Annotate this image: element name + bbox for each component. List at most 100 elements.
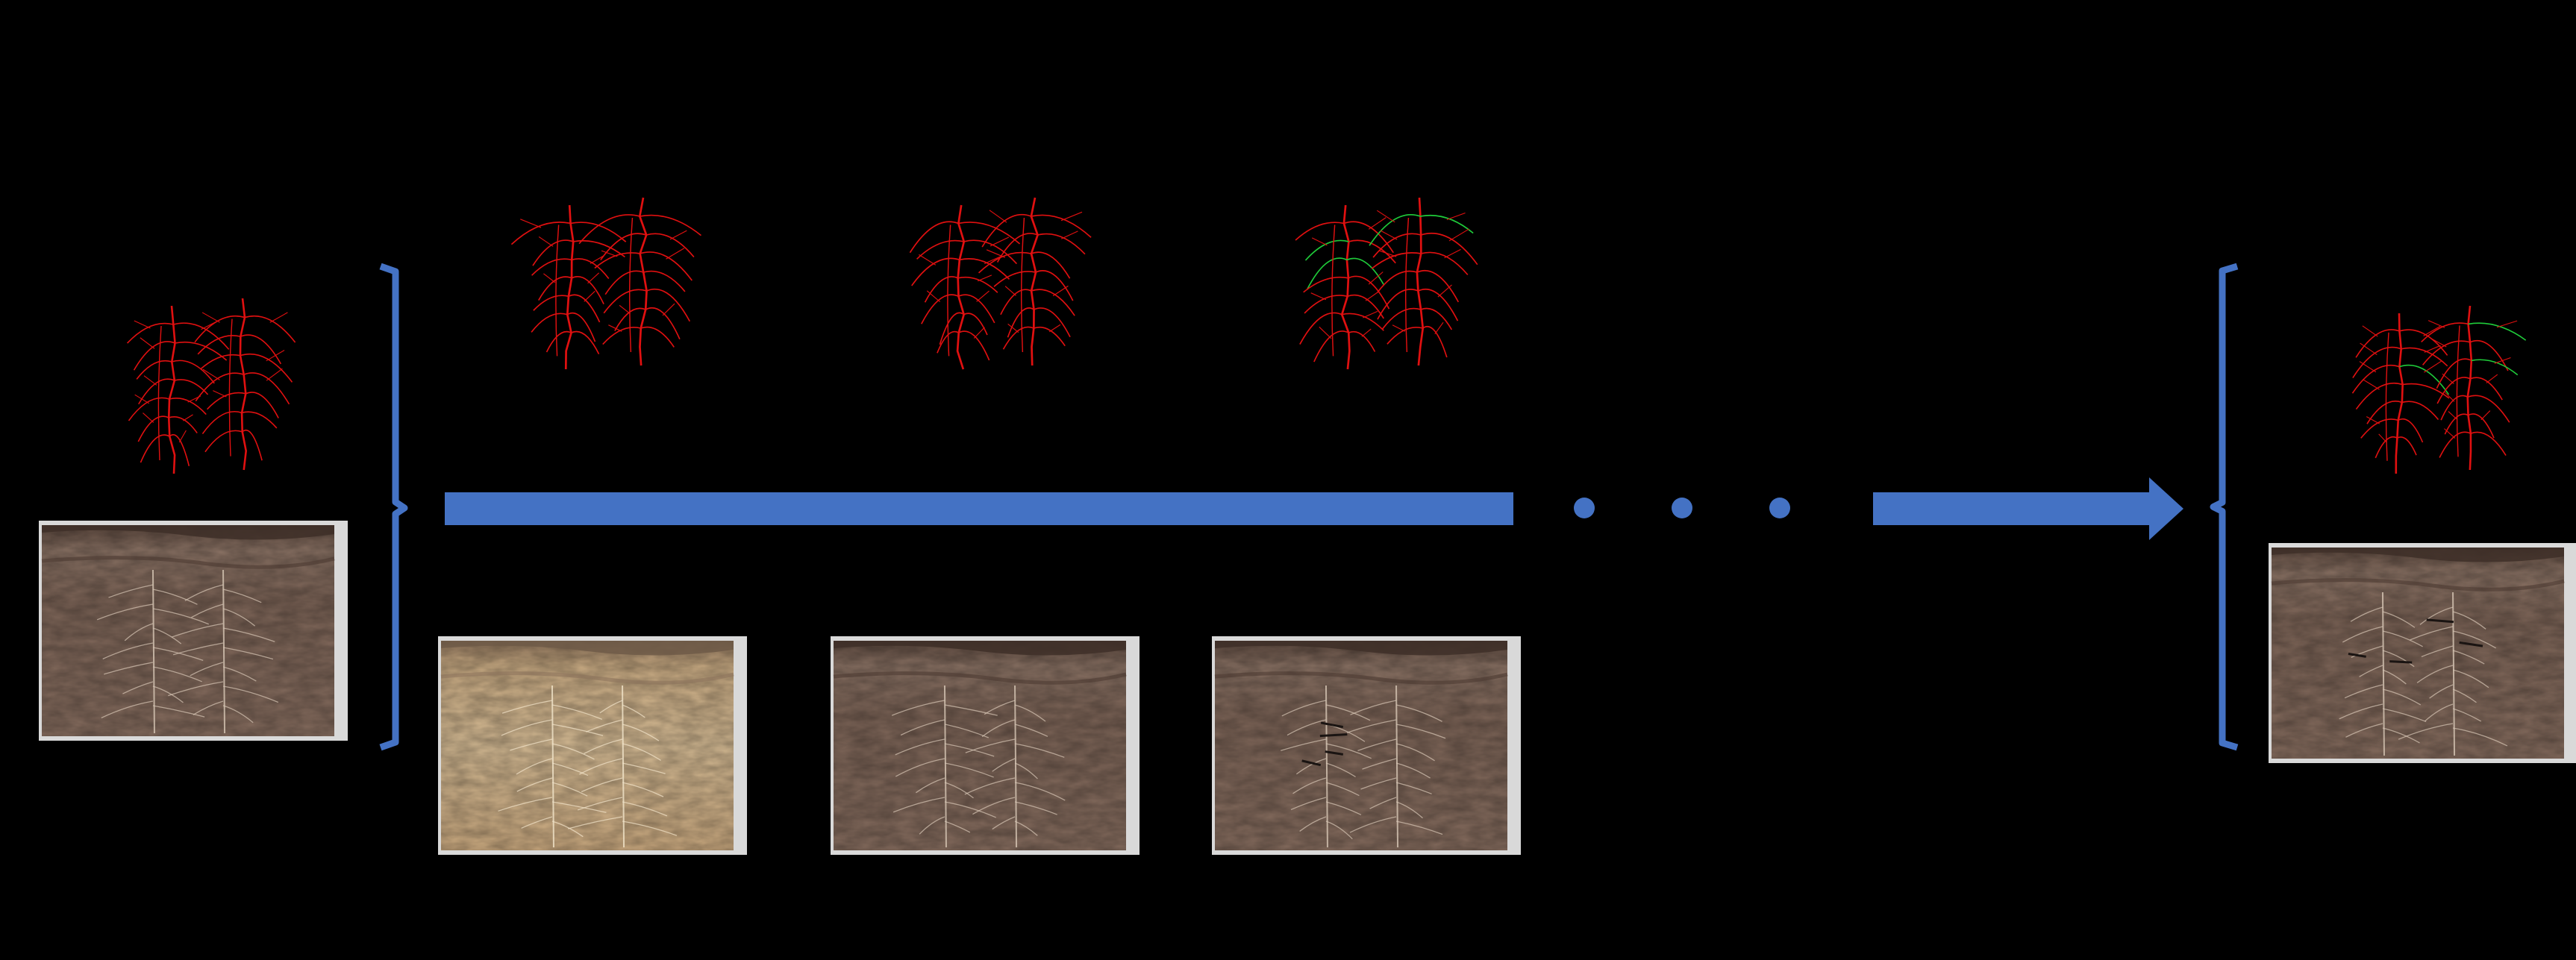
root-trace-lateral xyxy=(2471,359,2519,376)
root-trace-lateral xyxy=(573,239,625,258)
root-trace-secondary xyxy=(228,319,233,457)
soil-root-trace xyxy=(122,681,154,694)
soil-root-trace xyxy=(551,743,595,760)
root-trace-lateral xyxy=(1420,214,1474,234)
root-trace-sublateral xyxy=(1380,230,1398,240)
soil-root-trace xyxy=(222,666,257,682)
root-trace-lateral xyxy=(640,326,675,348)
root-trace-sublateral xyxy=(919,254,937,266)
root-trace-lateral xyxy=(1037,233,1086,255)
root-trace-lateral xyxy=(1377,289,1419,320)
root-trace-lateral xyxy=(240,334,282,365)
root-trace-plot-step-1 xyxy=(510,197,701,370)
root-trace-secondary xyxy=(628,217,634,353)
soil-root-trace xyxy=(191,603,224,618)
soil-root-trace xyxy=(551,821,584,838)
root-trace-sublateral xyxy=(134,394,150,404)
root-trace-sublateral xyxy=(601,250,618,257)
root-trace-lateral xyxy=(244,315,296,343)
root-trace-lateral xyxy=(939,312,965,345)
soil-root-trace xyxy=(2345,723,2383,738)
root-trace-sublateral xyxy=(143,375,157,386)
root-trace-sublateral xyxy=(973,327,985,339)
soil-root-trace xyxy=(2351,645,2383,658)
root-trace-lateral xyxy=(600,233,647,261)
root-trace-sublateral xyxy=(202,368,220,380)
soil-root-trace xyxy=(1349,816,1397,833)
root-trace-sublateral xyxy=(2486,374,2498,383)
root-trace-lateral xyxy=(538,276,572,301)
soil-crust xyxy=(1215,641,1507,656)
root-trace-sublateral xyxy=(2494,357,2511,364)
right-brace-icon xyxy=(2210,263,2239,751)
root-trace-sublateral xyxy=(2423,325,2441,336)
root-trace-lateral xyxy=(2399,364,2450,395)
root-trace-lateral xyxy=(1299,312,1342,345)
root-trace-lateral xyxy=(1342,313,1384,331)
soil-layer-line xyxy=(1214,671,1508,685)
root-trace-sublateral xyxy=(1377,210,1395,223)
soil-root-trace xyxy=(1395,743,1435,762)
soil-root-trace xyxy=(944,762,994,778)
ellipsis-dots-icon xyxy=(1769,498,1790,518)
root-trace-lateral xyxy=(958,222,1021,245)
soil-dark-root-trace xyxy=(2348,653,2366,658)
root-trace-lateral xyxy=(911,257,960,286)
root-trace-lateral xyxy=(1031,289,1075,316)
root-trace-lateral xyxy=(2469,340,2509,371)
root-trace-sublateral xyxy=(584,290,595,302)
soil-root-trace xyxy=(900,719,945,736)
root-trace-lateral xyxy=(963,239,1018,265)
root-trace-sublateral xyxy=(619,304,631,315)
root-trace-lateral xyxy=(640,251,693,281)
root-trace-lateral xyxy=(1422,326,1448,358)
soil-layer-line xyxy=(833,671,1127,685)
root-trace-lateral xyxy=(1295,222,1345,241)
soil-root-trace xyxy=(551,801,607,813)
root-trace-lateral xyxy=(2352,346,2401,378)
root-trace-sublateral xyxy=(608,324,622,332)
root-trace-sublateral xyxy=(1434,321,1444,335)
root-trace-lateral xyxy=(1313,330,1349,363)
soil-root-trace xyxy=(981,719,1016,738)
soil-root-trace xyxy=(1281,700,1327,717)
root-trace-lateral xyxy=(1346,257,1385,286)
root-trace-lateral xyxy=(924,276,959,303)
soil-root-trace xyxy=(2382,727,2420,744)
soil-root-trace xyxy=(964,777,1016,795)
soil-root-trace xyxy=(222,686,279,703)
soil-root-trace xyxy=(1295,758,1327,775)
soil-root-trace xyxy=(1325,685,1328,848)
soil-root-trace xyxy=(124,623,154,641)
soil-root-trace xyxy=(1292,777,1327,794)
soil-root-trace xyxy=(579,758,623,775)
soil-root-trace xyxy=(581,777,623,793)
soil-root-trace xyxy=(577,797,623,811)
soil-root-trace xyxy=(2382,611,2416,628)
root-trace-lateral xyxy=(566,312,596,342)
root-trace-lateral xyxy=(1348,239,1396,264)
root-trace-lateral xyxy=(1002,326,1034,350)
root-trace-sublateral xyxy=(986,249,1005,258)
root-trace-lateral xyxy=(646,288,691,322)
root-trace-lateral xyxy=(133,341,175,371)
soil-root-trace xyxy=(222,647,274,660)
root-trace-lateral xyxy=(169,398,207,415)
root-trace-secondary xyxy=(1331,225,1336,357)
root-trace-lateral xyxy=(1387,327,1423,345)
soil-root-trace xyxy=(1346,719,1397,733)
root-trace-lateral xyxy=(531,258,572,276)
root-trace-lateral xyxy=(958,330,990,361)
soil-root-trace xyxy=(152,666,202,683)
root-trace-sublateral xyxy=(2363,379,2380,390)
soil-root-trace xyxy=(2424,703,2454,722)
soil-root-trace xyxy=(622,743,661,762)
soil-root-trace xyxy=(184,584,224,601)
root-trace-lateral xyxy=(128,397,170,421)
soil-root-trace xyxy=(521,816,553,829)
root-trace-lateral xyxy=(206,392,246,410)
soil-root-trace xyxy=(96,603,154,621)
soil-root-trace xyxy=(2382,630,2423,647)
root-trace-sublateral xyxy=(1361,328,1372,337)
